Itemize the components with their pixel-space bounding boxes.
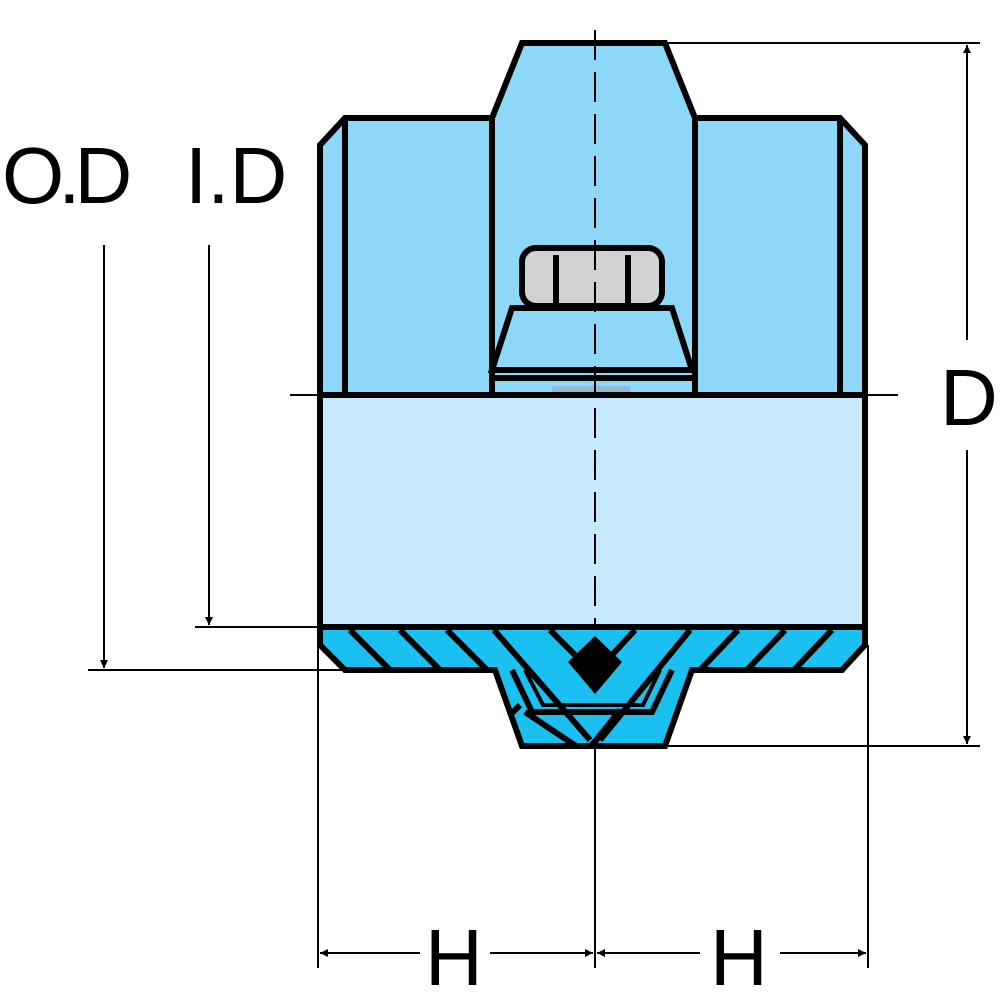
inner-diameter-label: I.D: [185, 131, 287, 220]
outer-diameter-label: O.D: [2, 131, 128, 220]
height-dimensions: [317, 645, 869, 968]
depth-dimension: [665, 42, 980, 747]
hatched-seal-band: [317, 624, 868, 749]
height-label-right: H: [710, 913, 768, 1000]
height-label-left: H: [425, 913, 483, 1000]
depth-label: D: [940, 353, 998, 442]
nut: [487, 245, 697, 394]
outer-diameter-dimension: [88, 245, 345, 671]
inner-diameter-dimension: [195, 245, 320, 628]
seal-diamond: [568, 636, 622, 694]
lower-body: [317, 392, 868, 630]
